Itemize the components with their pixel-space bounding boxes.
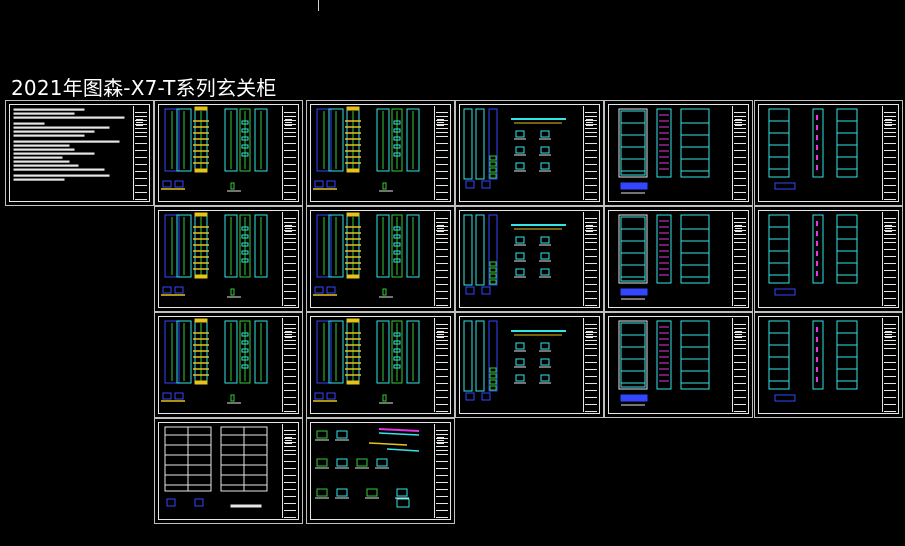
drawing-sheet-bars[interactable] <box>754 206 903 312</box>
title-block <box>282 106 297 200</box>
sheet-drawing <box>768 108 858 190</box>
sheet-drawing <box>161 106 268 192</box>
sheet-border <box>608 316 749 414</box>
drawing-sheet-details[interactable] <box>455 312 604 418</box>
sheet-border <box>758 104 899 202</box>
drawing-sheet-elev[interactable] <box>154 206 303 312</box>
sheet-border <box>158 104 299 202</box>
title-block <box>434 106 449 200</box>
title-block <box>882 106 897 200</box>
drawing-sheet-elev[interactable] <box>306 100 455 206</box>
sheet-border <box>758 210 899 308</box>
sheet-border <box>310 316 451 414</box>
sheet-border <box>9 104 150 202</box>
title-block <box>882 318 897 412</box>
drawing-sheet-details[interactable] <box>455 100 604 206</box>
title-block <box>434 212 449 306</box>
title-block <box>732 106 747 200</box>
sheet-border <box>758 316 899 414</box>
sheet-drawing <box>313 212 420 298</box>
sheet-drawing <box>313 318 420 404</box>
sheet-drawing <box>463 214 566 295</box>
sheet-border <box>459 210 600 308</box>
sheet-drawing <box>313 106 420 192</box>
drawing-sheet-elev[interactable] <box>306 312 455 418</box>
sheet-border <box>459 316 600 414</box>
sheet-drawing <box>463 320 566 401</box>
title-block <box>583 212 598 306</box>
sheet-drawing <box>164 426 268 508</box>
drawing-sheet-details[interactable] <box>455 206 604 312</box>
sheet-border <box>310 210 451 308</box>
sheet-drawing <box>161 318 268 404</box>
sheet-border <box>310 104 451 202</box>
sheet-drawing <box>315 428 420 508</box>
title-block <box>282 318 297 412</box>
drawing-sheet-doors[interactable] <box>604 312 753 418</box>
title-block <box>583 318 598 412</box>
title-block <box>583 106 598 200</box>
title-block <box>434 318 449 412</box>
drawing-sheet-grid[interactable] <box>154 418 303 524</box>
drawing-set-title: 2021年图森-X7-T系列玄关柜 <box>11 76 277 100</box>
sheet-drawing <box>768 214 858 296</box>
sheet-border <box>608 104 749 202</box>
sheet-border <box>158 210 299 308</box>
drawing-sheet-elev[interactable] <box>306 206 455 312</box>
sheet-drawing <box>161 212 268 298</box>
drawing-sheet-sections[interactable] <box>306 418 455 524</box>
sheet-drawing <box>618 214 710 300</box>
title-block <box>133 106 148 200</box>
drawing-sheet-bars[interactable] <box>754 312 903 418</box>
sheet-border <box>310 422 451 520</box>
sheet-drawing <box>768 320 858 402</box>
sheet-drawing <box>463 108 566 189</box>
drawing-sheet-doors[interactable] <box>604 100 753 206</box>
sheet-border <box>158 422 299 520</box>
sheet-drawing <box>618 108 710 194</box>
drawing-sheet-doors[interactable] <box>604 206 753 312</box>
title-block <box>732 318 747 412</box>
title-block <box>282 212 297 306</box>
sheet-drawing <box>618 320 710 406</box>
title-block <box>434 424 449 518</box>
sheet-border <box>158 316 299 414</box>
sheet-border <box>608 210 749 308</box>
title-block <box>282 424 297 518</box>
title-block <box>882 212 897 306</box>
title-block <box>732 212 747 306</box>
drawing-sheet-elev[interactable] <box>154 312 303 418</box>
drawing-sheet-elev[interactable] <box>154 100 303 206</box>
sheet-border <box>459 104 600 202</box>
drawing-sheet-bars[interactable] <box>754 100 903 206</box>
sheet-drawing <box>13 108 125 181</box>
drawing-sheet-notes[interactable] <box>5 100 154 206</box>
crosshair-cursor <box>318 0 319 11</box>
